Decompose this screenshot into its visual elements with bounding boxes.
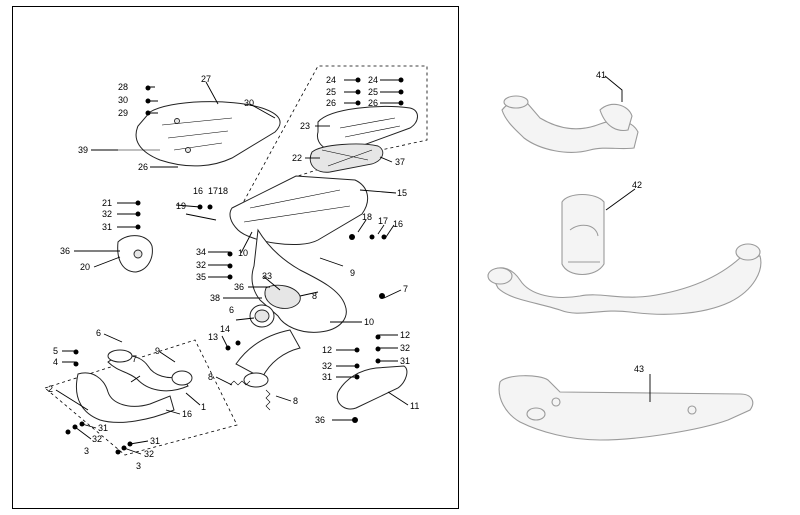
callout-16-c: 16 bbox=[182, 409, 192, 419]
heat-shield-27 bbox=[118, 101, 281, 167]
callout-32-d: 32 bbox=[322, 361, 332, 371]
callout-26: 26 bbox=[138, 162, 148, 172]
leader-lines bbox=[55, 79, 409, 455]
callout-25-b: 25 bbox=[368, 87, 378, 97]
callout-10-a: 10 bbox=[238, 248, 248, 258]
callout-26-b: 26 bbox=[368, 98, 378, 108]
callout-11: 11 bbox=[410, 401, 419, 411]
cover-22 bbox=[309, 143, 384, 173]
front-pipes bbox=[76, 349, 193, 423]
muffler-15 bbox=[229, 175, 369, 246]
callout-32-c: 32 bbox=[400, 343, 410, 353]
callout-12-b: 12 bbox=[322, 345, 332, 355]
callout-8-a: 8 bbox=[312, 291, 317, 301]
callout-18-b: 18 bbox=[362, 212, 372, 222]
leader-lines-right bbox=[604, 75, 651, 402]
callout-35: 35 bbox=[196, 272, 206, 282]
callout-14: 14 bbox=[220, 324, 230, 334]
callout-5: 5 bbox=[53, 346, 58, 356]
callout-31-d: 31 bbox=[98, 423, 108, 433]
callout-17-b: 17 bbox=[378, 216, 388, 226]
callout-9-a: 9 bbox=[350, 268, 355, 278]
callout-4: 4 bbox=[53, 357, 58, 367]
callout-32-a: 32 bbox=[102, 209, 112, 219]
callout-12-a: 12 bbox=[400, 330, 410, 340]
callout-8-b: 8 bbox=[208, 372, 213, 382]
callout-30-b: 30 bbox=[244, 98, 254, 108]
exploded-view-frame bbox=[12, 6, 459, 509]
callout-36-c: 36 bbox=[315, 415, 325, 425]
heat-shield-11 bbox=[336, 365, 408, 410]
callout-24-b: 24 bbox=[368, 75, 378, 85]
springs-8 bbox=[229, 380, 271, 411]
callout-3-b: 3 bbox=[136, 461, 141, 471]
callout-24-a: 24 bbox=[326, 75, 336, 85]
heat-shield-43-illustration bbox=[498, 375, 754, 441]
callout-labels: 28 27 30 29 30 39 26 24 25 26 24 25 26 2… bbox=[48, 70, 644, 471]
callout-23: 23 bbox=[300, 121, 310, 131]
callout-32-f: 32 bbox=[144, 449, 154, 459]
callout-17-a: 17 bbox=[208, 186, 218, 196]
callout-41: 41 bbox=[596, 70, 606, 80]
callout-36-a: 36 bbox=[60, 246, 70, 256]
callout-16-b: 16 bbox=[393, 219, 403, 229]
callout-20: 20 bbox=[80, 262, 90, 272]
callout-25-a: 25 bbox=[326, 87, 336, 97]
callout-27: 27 bbox=[201, 74, 211, 84]
callout-6-a: 6 bbox=[229, 305, 234, 315]
callout-31-a: 31 bbox=[102, 222, 112, 232]
callout-10-b: 10 bbox=[364, 317, 374, 327]
callout-28: 28 bbox=[118, 82, 128, 92]
callout-43: 43 bbox=[634, 364, 644, 374]
pipe-42-illustration bbox=[487, 193, 762, 315]
callout-7: 7 bbox=[403, 284, 408, 294]
callout-3-a: 3 bbox=[84, 446, 89, 456]
callout-6-b: 6 bbox=[96, 328, 101, 338]
callout-26-a: 26 bbox=[326, 98, 336, 108]
callout-13: 13 bbox=[208, 332, 218, 342]
callout-9-b: 9 bbox=[155, 346, 160, 356]
callout-19: 19 bbox=[176, 201, 186, 211]
callout-33: 33 bbox=[262, 271, 272, 281]
detail-outline-lower bbox=[44, 339, 238, 456]
pipe-41-illustration bbox=[501, 95, 639, 153]
callout-36-b: 36 bbox=[234, 282, 244, 292]
callout-1: 1 bbox=[201, 402, 206, 412]
collector-10 bbox=[235, 228, 347, 388]
callout-16-a: 16 bbox=[193, 186, 203, 196]
callout-18-a: 18 bbox=[218, 186, 228, 196]
callout-34: 34 bbox=[196, 247, 206, 257]
callout-2: 2 bbox=[48, 384, 53, 394]
callout-39: 39 bbox=[78, 145, 88, 155]
callout-32-e: 32 bbox=[92, 434, 102, 444]
callout-31-c: 31 bbox=[322, 372, 332, 382]
callout-22: 22 bbox=[292, 153, 302, 163]
callout-15: 15 bbox=[397, 188, 407, 198]
callout-38: 38 bbox=[210, 293, 220, 303]
callout-32-b: 32 bbox=[196, 260, 206, 270]
callout-30: 30 bbox=[118, 95, 128, 105]
callout-29: 29 bbox=[118, 108, 128, 118]
callout-7-b: 7 bbox=[132, 354, 137, 364]
callout-42: 42 bbox=[632, 180, 642, 190]
callout-8-c: 8 bbox=[293, 396, 298, 406]
callout-31-e: 31 bbox=[150, 436, 160, 446]
callout-37: 37 bbox=[395, 157, 405, 167]
callout-21: 21 bbox=[102, 198, 112, 208]
callout-31-b: 31 bbox=[400, 356, 410, 366]
detail-outline bbox=[236, 65, 428, 214]
bracket-20 bbox=[117, 235, 153, 273]
